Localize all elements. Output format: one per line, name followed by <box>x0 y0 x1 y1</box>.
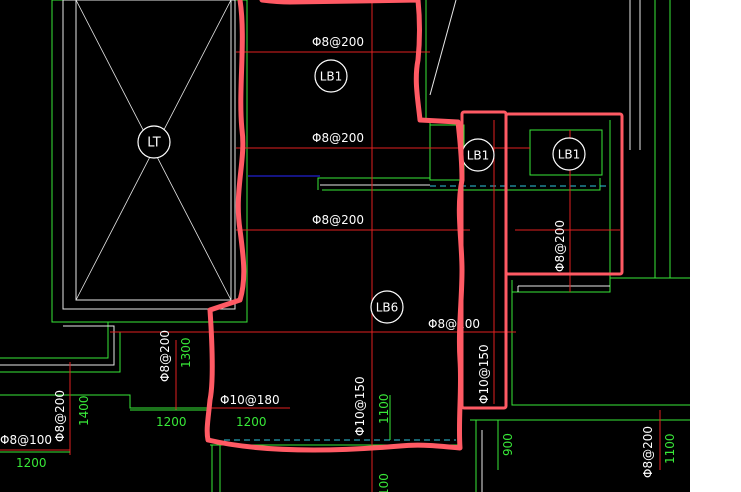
rebar-label-mid2: Φ8@200 <box>312 213 364 227</box>
rebar-label-far-right-v: Φ8@200 <box>641 426 655 478</box>
marker-lb1-right: LB1 <box>558 148 581 162</box>
markup-box-right <box>504 112 624 276</box>
dim-1100-center: 1100 <box>377 393 391 424</box>
dim-1200-left: 1200 <box>156 415 187 429</box>
dim-1200-mid: 1200 <box>236 415 267 429</box>
dim-900: 900 <box>501 433 515 456</box>
wall-outlines <box>0 0 690 492</box>
rebar-label-bottom-left: Φ8@100 <box>0 433 52 447</box>
rebar-label-narrow-v: Φ10@150 <box>477 344 491 404</box>
elevator-shaft: LT <box>51 0 248 323</box>
rebar-label-center-v: Φ10@150 <box>353 376 367 436</box>
inner-wall-lines <box>0 0 641 492</box>
dim-1300: 1300 <box>179 337 193 368</box>
dimension-lines <box>0 395 499 470</box>
rebar-label-mid1: Φ8@200 <box>312 131 364 145</box>
marker-lb6: LB6 <box>376 301 399 315</box>
rebar-label-lower: Φ8@100 <box>428 317 480 331</box>
markup-freehand-outline <box>204 0 465 453</box>
rebar-annotations: Φ8@200 Φ8@200 Φ8@200 Φ8@100 Φ10@180 Φ8@1… <box>0 35 655 478</box>
slab-markers: LB1 LB1 LB1 LB6 <box>314 59 586 324</box>
dim-1200-bottom: 1200 <box>16 456 47 470</box>
rebar-label-left-v: Φ8@200 <box>158 330 172 382</box>
marker-lb1-top: LB1 <box>320 70 343 84</box>
dimension-annotations: 1300 1400 1200 1200 1200 1100 900 1100 1… <box>16 337 677 492</box>
dim-100-bottom: 100 <box>377 473 391 492</box>
cad-drawing-canvas[interactable]: LT <box>0 0 690 492</box>
marker-lb1-mid: LB1 <box>467 149 490 163</box>
markup-highlights <box>204 0 624 453</box>
rebar-label-right-v: Φ8@200 <box>553 220 567 272</box>
marker-lt: LT <box>147 136 160 151</box>
rebar-label-left-v2: Φ8@200 <box>53 390 67 442</box>
dim-1400: 1400 <box>77 395 91 426</box>
dim-1100-right: 1100 <box>663 433 677 464</box>
rebar-label-top: Φ8@200 <box>312 35 364 49</box>
rebar-label-bottom: Φ10@180 <box>220 393 280 407</box>
